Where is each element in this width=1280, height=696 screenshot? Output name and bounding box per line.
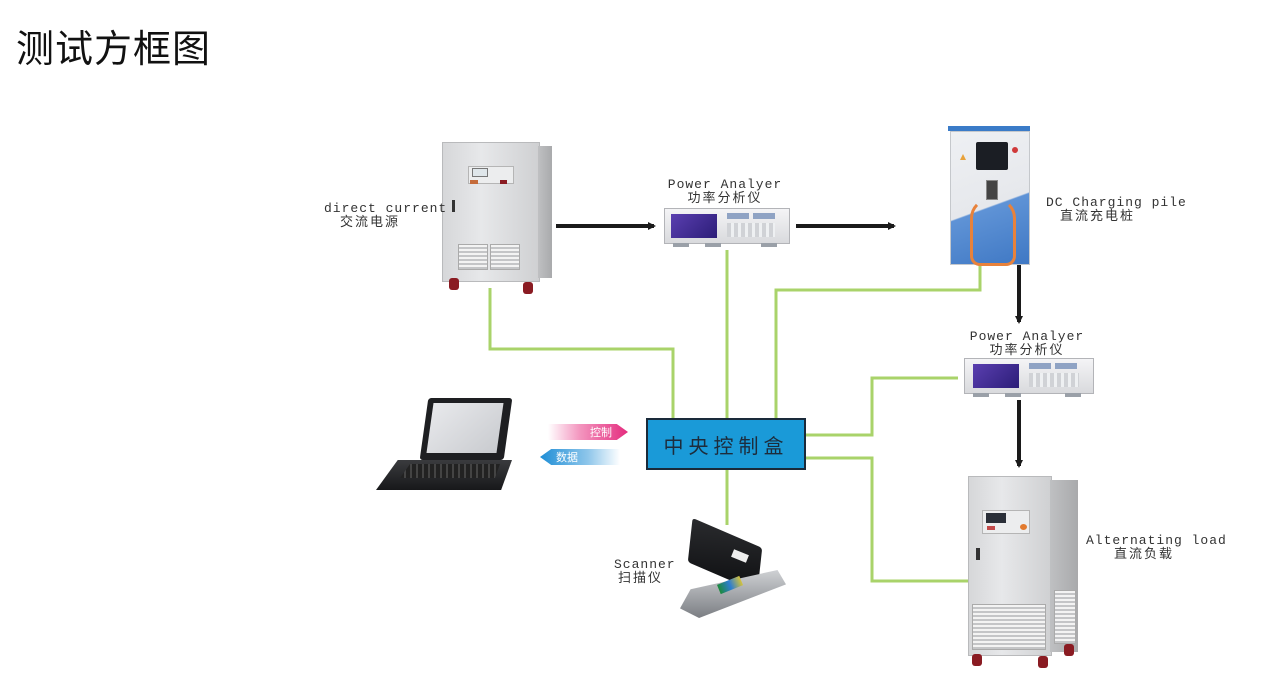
signal-wire-charging-pile [774, 265, 982, 418]
power-analyzer-1-label-en: Power Analyer [667, 177, 783, 192]
dc-load-label-en: Alternating load [1086, 533, 1227, 548]
scanner-label-cn: 扫描仪 [618, 571, 664, 586]
ac-source-label-en: direct current [324, 201, 448, 216]
power-analyzer-2-label-cn: 功率分析仪 [989, 343, 1065, 358]
signal-wire-ac-source [488, 288, 675, 418]
dc-charging-pile-label-en: DC Charging pile [1046, 195, 1187, 210]
control-signal-arrow: 控制 [548, 424, 628, 440]
ac-source-label-cn: 交流电源 [340, 215, 401, 230]
power-analyzer-2-label: Power Analyer 功率分析仪 [962, 330, 1092, 358]
dc-load-label-cn: 直流负载 [1114, 547, 1175, 562]
central-control-box: 中央控制盒 [646, 418, 806, 470]
dc-load-label: Alternating load 直流负载 [1086, 534, 1227, 562]
dc-charging-pile-label: DC Charging pile 直流充电桩 [1046, 196, 1187, 224]
central-control-box-label: 中央控制盒 [663, 433, 789, 458]
dc-charging-pile-label-cn: 直流充电桩 [1060, 209, 1136, 224]
ac-source-label: direct current 交流电源 [324, 202, 447, 230]
scanner-label-en: Scanner [614, 557, 676, 572]
signal-wire-analyzer-2 [806, 376, 958, 437]
power-analyzer-1 [664, 208, 790, 247]
signal-wire-dc-load [806, 456, 968, 583]
data-signal-label: 数据 [556, 451, 578, 464]
data-signal-arrow: 数据 [540, 449, 620, 465]
power-analyzer-2 [964, 358, 1094, 397]
page-title: 测试方框图 [16, 27, 212, 71]
control-signal-label: 控制 [590, 426, 612, 439]
scanner-label: Scanner 扫描仪 [614, 558, 676, 586]
power-analyzer-1-label: Power Analyer 功率分析仪 [660, 178, 790, 206]
power-analyzer-1-label-cn: 功率分析仪 [687, 191, 763, 206]
power-analyzer-2-label-en: Power Analyer [969, 329, 1085, 344]
